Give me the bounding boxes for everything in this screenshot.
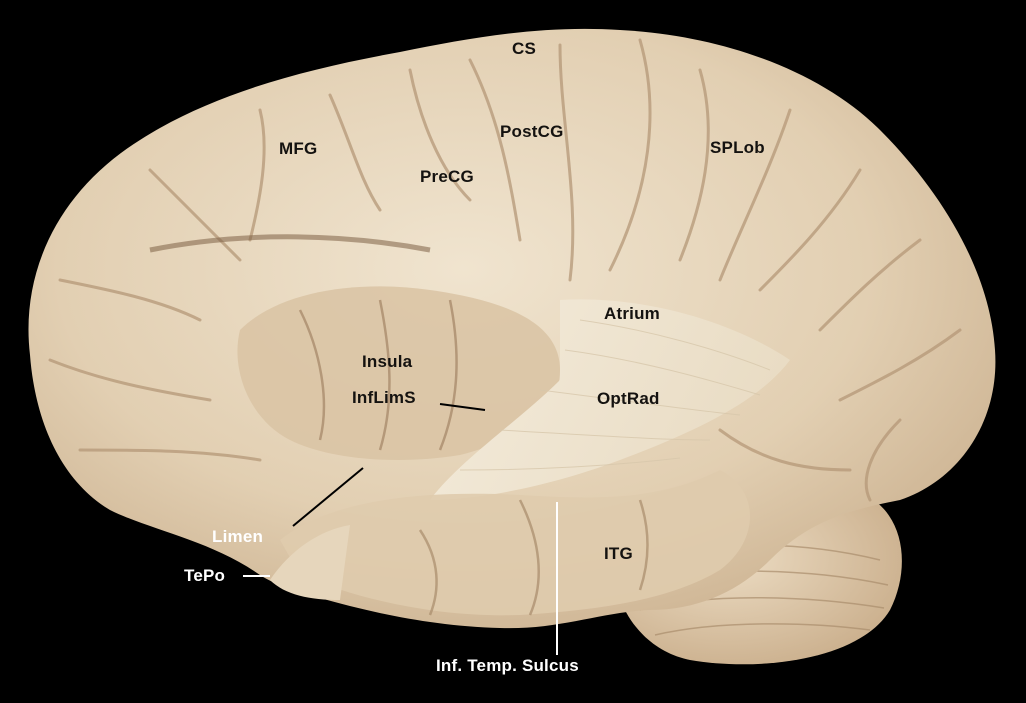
label-insula: Insula — [362, 352, 413, 371]
label-postcg: PostCG — [500, 122, 564, 141]
label-atrium: Atrium — [604, 304, 660, 323]
temporal-pole — [270, 525, 350, 600]
label-mfg: MFG — [279, 139, 318, 158]
label-tepo: TePo — [184, 566, 226, 585]
cerebral-hemisphere — [28, 28, 996, 629]
label-itg: ITG — [604, 544, 633, 563]
label-limen: Limen — [212, 527, 264, 546]
label-precg: PreCG — [420, 167, 474, 186]
label-splob: SPLob — [710, 138, 765, 157]
label-inflims: InfLimS — [352, 388, 416, 407]
label-inf-temp-sulcus: Inf. Temp. Sulcus — [436, 656, 579, 675]
label-optrad: OptRad — [597, 389, 660, 408]
label-cs: CS — [512, 39, 537, 58]
